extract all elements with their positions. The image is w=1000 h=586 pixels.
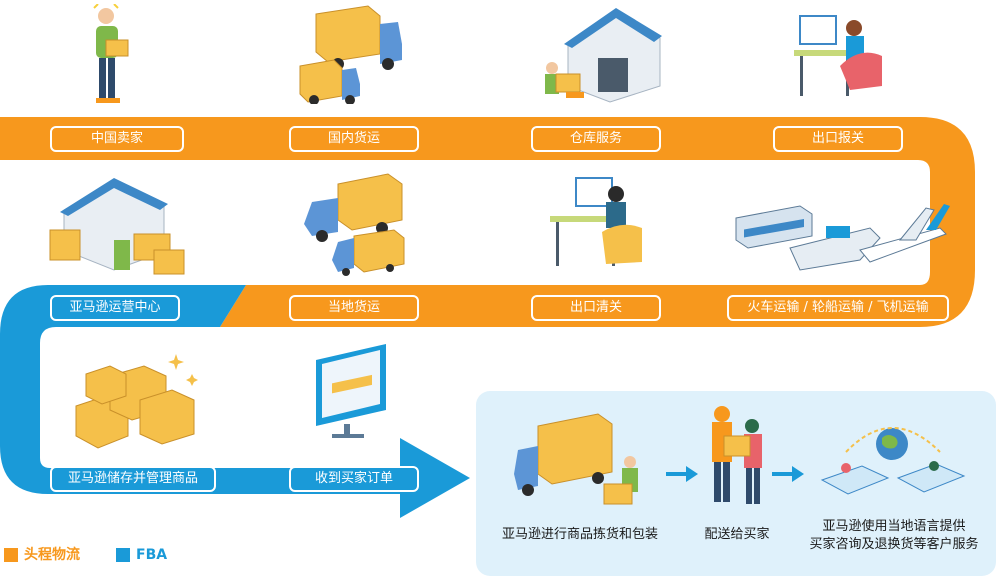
label-domestic-freight: 国内货运: [289, 126, 419, 152]
label-chinese-seller: 中国卖家: [50, 126, 184, 152]
export-declaration-icon: [794, 15, 882, 96]
legend-first-mile-swatch: [4, 548, 18, 562]
legend-first-mile-label: 头程物流: [24, 547, 80, 563]
domestic-truck-icon: [299, 5, 402, 104]
label-export-declaration: 出口报关: [773, 126, 903, 152]
label-fulfillment-center: 亚马逊运营中心: [50, 295, 180, 321]
local-truck-icon: [304, 173, 405, 276]
first-mile-band: [0, 117, 975, 327]
export-clearance-icon: [550, 177, 642, 266]
fulfillment-center-icon: [49, 178, 185, 275]
panel-arrow-2: [772, 466, 804, 482]
warehouse-icon: [545, 8, 662, 103]
fba-band: [0, 285, 470, 518]
label-order-received: 收到买家订单: [289, 466, 419, 492]
label-local-freight: 当地货运: [289, 295, 419, 321]
label-transport-modes: 火车运输 / 轮船运输 / 飞机运输: [727, 295, 949, 321]
caption-customer-service-2: 买家咨询及退换货等客户服务: [809, 537, 979, 552]
delivery-to-buyer-icon: [712, 406, 762, 504]
pick-pack-truck-icon: [514, 413, 638, 505]
panel-arrow-1: [666, 466, 698, 482]
seller-icon: [93, 4, 129, 103]
label-export-clearance: 出口清关: [531, 295, 661, 321]
label-warehouse-service: 仓库服务: [531, 126, 661, 152]
caption-customer-service-1: 亚马逊使用当地语言提供: [822, 519, 966, 534]
label-storage-management: 亚马逊储存并管理商品: [50, 466, 216, 492]
legend-fba-swatch: [116, 548, 130, 562]
storage-boxes-icon: [75, 354, 198, 449]
caption-delivery: 配送给买家: [704, 527, 770, 542]
transport-modes-icon: [735, 204, 950, 271]
caption-pick-pack: 亚马逊进行商品拣货和包装: [501, 527, 658, 542]
legend-fba-label: FBA: [136, 547, 168, 563]
order-monitor-icon: [316, 344, 386, 438]
customer-service-globe-icon: [820, 427, 966, 495]
